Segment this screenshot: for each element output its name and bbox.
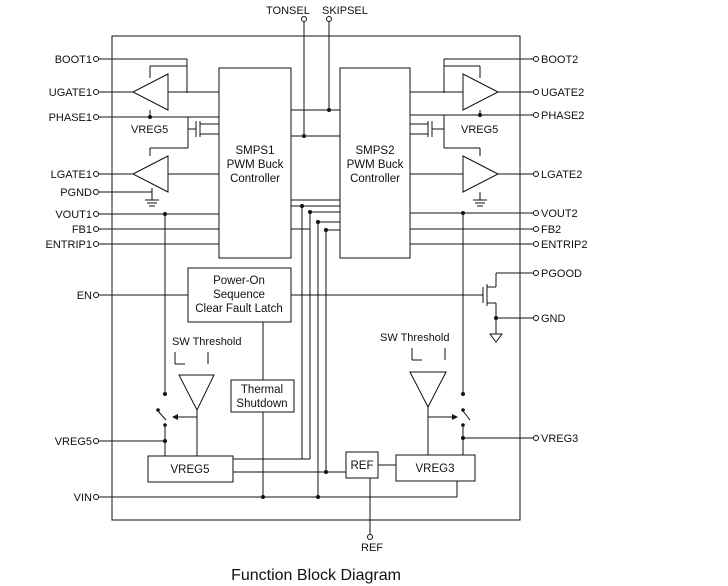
sw-threshold-right-label: SW Threshold — [380, 332, 450, 344]
fb1-label: FB1 — [72, 224, 92, 236]
phase1-label: PHASE1 — [49, 112, 92, 124]
entrip1-label: ENTRIP1 — [46, 239, 92, 251]
right-sw-threshold: SW Threshold — [380, 213, 471, 455]
ref-pin-label: REF — [361, 542, 383, 554]
vreg3-block-label: VREG3 — [416, 463, 455, 475]
left-high-side-driver — [131, 65, 219, 111]
pgnd-label: PGND — [60, 187, 92, 199]
phase2-label: PHASE2 — [541, 110, 584, 122]
poweron-line3: Clear Fault Latch — [195, 303, 283, 315]
vreg5-pin-label: VREG5 — [55, 436, 92, 448]
right-pins: BOOT2 UGATE2 PHASE2 LGATE2 VOUT2 FB2 ENT… — [410, 54, 587, 445]
vout1-label: VOUT1 — [55, 209, 92, 221]
lgate2-label: LGATE2 — [541, 169, 582, 181]
smps1-line1: SMPS1 — [236, 145, 275, 157]
entrip2-label: ENTRIP2 — [541, 239, 587, 251]
smps2-line1: SMPS2 — [356, 145, 395, 157]
poweron-line1: Power-On — [213, 275, 265, 287]
poweron-block: Power-On Sequence Clear Fault Latch — [187, 267, 483, 323]
vreg3-block: VREG3 — [395, 454, 476, 497]
gnd-label: GND — [541, 313, 566, 325]
thermal-line1: Thermal — [241, 384, 283, 396]
ref-block: REF REF — [345, 451, 396, 554]
vreg5-right-label: VREG5 — [461, 124, 498, 136]
pgood-label: PGOOD — [541, 268, 582, 280]
lgate1-label: LGATE1 — [51, 169, 92, 181]
thermal-shutdown-block: Thermal Shutdown — [230, 379, 295, 413]
left-pins: BOOT1 UGATE1 PHASE1 LGATE1 PGND VOUT1 FB… — [46, 54, 457, 504]
pgood-mosfet — [482, 273, 503, 343]
ugate2-label: UGATE2 — [541, 87, 584, 99]
internal-bus — [233, 199, 346, 499]
pin-tonsel — [301, 16, 307, 22]
boot2-label: BOOT2 — [541, 54, 578, 66]
thermal-line2: Shutdown — [236, 398, 287, 410]
ref-block-label: REF — [351, 460, 374, 472]
smps2-block: SMPS2 PWM Buck Controller — [339, 67, 411, 259]
smps2-line3: Controller — [350, 173, 400, 185]
smps1-block: SMPS1 PWM Buck Controller — [218, 67, 292, 259]
fb2-label: FB2 — [541, 224, 561, 236]
boot1-label: BOOT1 — [55, 54, 92, 66]
left-low-side-driver — [131, 140, 219, 193]
poweron-line2: Sequence — [213, 289, 265, 301]
vout2-label: VOUT2 — [541, 208, 578, 220]
smps1-line3: Controller — [230, 173, 280, 185]
ugate1-label: UGATE1 — [49, 87, 92, 99]
smps2-line2: PWM Buck — [347, 159, 404, 171]
vin-label: VIN — [74, 492, 92, 504]
tonsel-label: TONSEL — [266, 5, 310, 17]
ic-outline — [111, 35, 521, 521]
right-low-side-driver — [410, 140, 500, 193]
diagram-caption: Function Block Diagram — [231, 567, 401, 584]
sw-threshold-left-label: SW Threshold — [172, 336, 242, 348]
left-vreg5-switch: VREG5 — [131, 117, 220, 140]
vreg5-left-label: VREG5 — [131, 124, 168, 136]
vreg5-block-label: VREG5 — [171, 464, 210, 476]
vreg3-pin-label: VREG3 — [541, 433, 578, 445]
skipsel-label: SKIPSEL — [322, 5, 368, 17]
right-high-side-driver — [410, 65, 500, 111]
left-sw-threshold: SW Threshold — [156, 214, 242, 456]
pin-skipsel — [326, 16, 332, 22]
smps1-line2: PWM Buck — [227, 159, 284, 171]
right-vreg5-switch: VREG5 — [410, 115, 498, 140]
vreg5-block: VREG5 — [147, 455, 234, 483]
en-label: EN — [77, 290, 92, 302]
